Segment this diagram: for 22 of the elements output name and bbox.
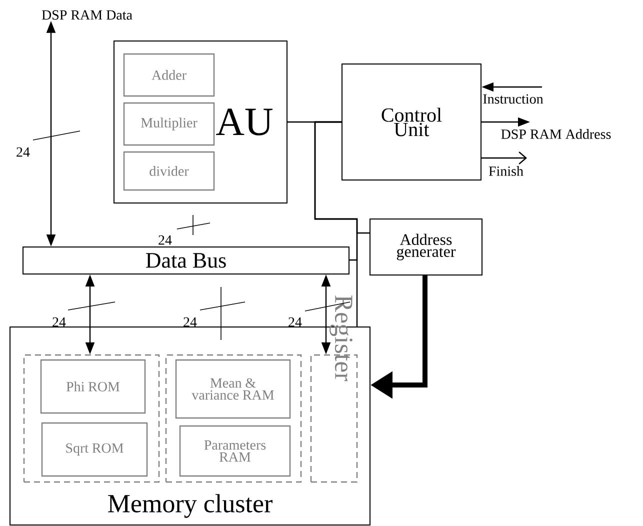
register-box: Register [310,295,358,483]
bus-box: Data Bus [22,246,350,274]
group-box [23,354,160,483]
edge-label: DSP RAM Address [500,128,612,140]
bus-width-label: 24 [184,317,197,327]
bus-width-label: 24 [52,317,66,327]
unit-box: Adder [123,53,215,97]
edge-label: Instruction [482,94,544,104]
group-box [165,354,302,483]
arrow [482,152,527,164]
memory-box: Sqrt ROM [41,422,148,477]
control-box: Control Unit [342,64,482,180]
bus-width-label: 24 [16,147,30,157]
unit-box: divider [123,151,215,191]
bus-width-label: 24 [288,317,302,327]
memory-box: Phi ROM [40,359,146,414]
unit-box: Multiplier [123,102,215,146]
signal-label: DSP RAM Data [42,10,132,20]
memory-box: Mean & variance RAM [175,359,291,419]
memory-box: Parameters RAM [179,425,291,477]
edge-label: Finish [488,166,524,176]
generator-box: Address generater [370,218,482,276]
